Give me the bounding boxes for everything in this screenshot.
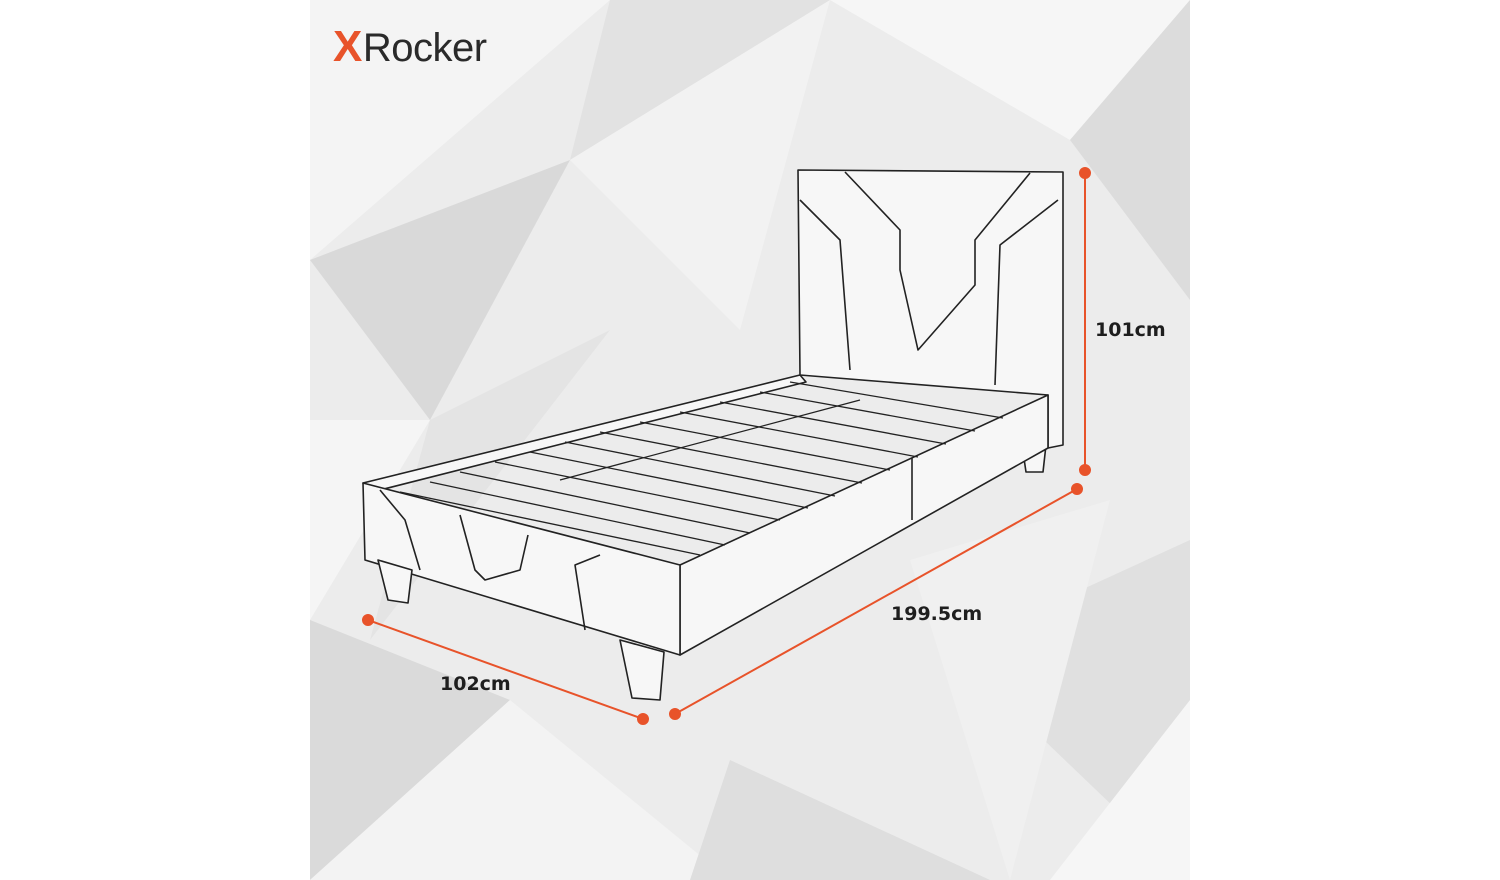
geometric-background [310,0,1190,880]
background-panel [310,0,1190,880]
height-dimension-label: 101cm [1095,319,1166,341]
length-dimension-label: 199.5cm [891,603,983,625]
footboard [362,482,681,656]
logo-x-mark: X [333,22,362,71]
logo-wordmark: Rocker [362,26,487,70]
width-dimension-label: 102cm [440,673,511,695]
dimension-lines [362,167,1091,725]
bed-line-drawing [362,169,1064,701]
xrocker-logo: X Rocker [333,22,487,72]
